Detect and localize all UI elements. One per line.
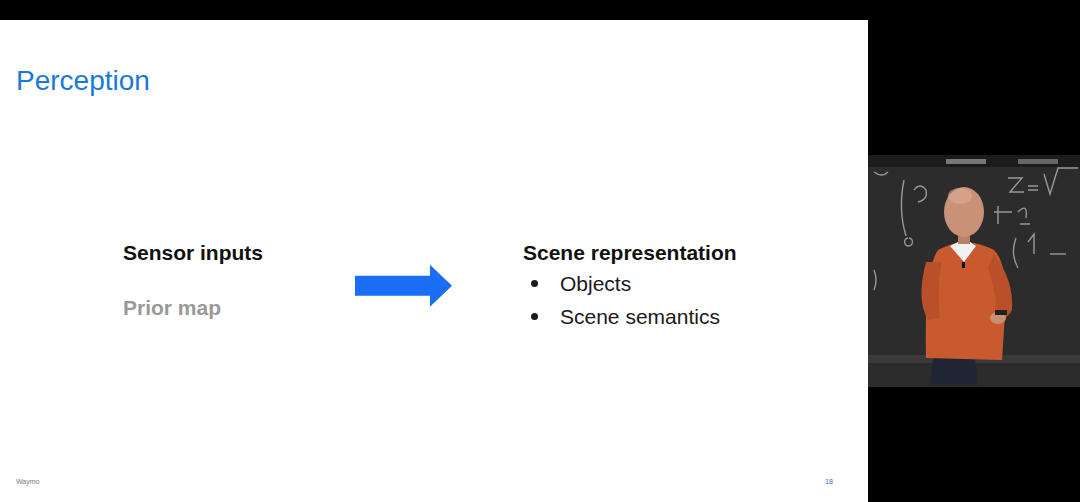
- slide-title: Perception: [16, 65, 150, 97]
- bullet-dot: [531, 313, 538, 320]
- flow-arrow: [355, 265, 452, 307]
- node-text: Sensor inputs: [123, 240, 355, 265]
- arrow-shape: [355, 265, 452, 307]
- bullet-text: Scene semantics: [560, 305, 720, 328]
- footer-brand: Waymo: [16, 478, 39, 485]
- text-group: Scene representationObjectsScene semanti…: [452, 240, 820, 337]
- node-text: Prior map: [123, 295, 355, 320]
- lecturer-video: [868, 150, 1080, 390]
- page-number: 18: [825, 478, 833, 485]
- text-group: Sensor inputsPrior map: [123, 240, 355, 326]
- bullet-item: Objects: [523, 271, 820, 298]
- node-text: Scene representation: [523, 240, 820, 265]
- bullet-text: Objects: [560, 272, 631, 295]
- bullet-item: Scene semantics: [523, 304, 820, 331]
- bullet-dot: [531, 280, 538, 287]
